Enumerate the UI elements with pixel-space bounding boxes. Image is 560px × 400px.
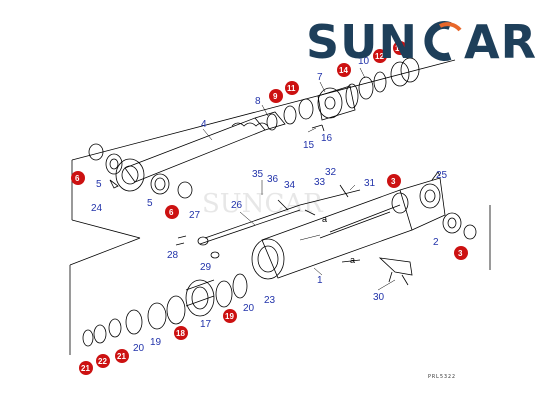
callout-29: 29 <box>200 262 212 273</box>
logo-suffix: AR <box>464 15 537 69</box>
drawing-number: PRL5322 <box>428 374 456 380</box>
badge-22: 22 <box>98 357 107 366</box>
callout-19a: 19 <box>150 337 162 348</box>
callout-30: 30 <box>373 292 385 303</box>
callout-23: 23 <box>264 295 276 306</box>
badge-3a: 3 <box>391 177 396 186</box>
highlighted-callouts: 6 6 9 11 14 12 12 3 3 18 19 21 21 22 <box>71 41 468 375</box>
ref-letter-a1: a <box>322 214 327 224</box>
callout-32: 32 <box>325 167 337 178</box>
badge-21b: 21 <box>81 364 90 373</box>
logo-c-icon <box>424 21 462 61</box>
ref-letter-a2: a <box>350 255 355 265</box>
badge-12a: 12 <box>375 52 384 61</box>
callout-8: 8 <box>255 96 261 107</box>
logo-prefix: SUN <box>306 15 418 69</box>
callout-1: 1 <box>317 275 323 286</box>
callouts: 1 2 4 5 5 7 8 10 15 16 17 19 20 20 23 24… <box>91 56 448 354</box>
badge-3b: 3 <box>458 249 463 258</box>
callout-26: 26 <box>231 200 243 211</box>
badge-12b: 12 <box>395 44 404 53</box>
badge-9: 9 <box>273 92 278 101</box>
callout-27: 27 <box>189 210 201 221</box>
callout-7: 7 <box>317 72 323 83</box>
badge-21a: 21 <box>117 352 126 361</box>
badge-6b: 6 <box>169 208 174 217</box>
callout-20a: 20 <box>243 303 255 314</box>
callout-4: 4 <box>201 119 207 130</box>
suncar-logo: SUN AR <box>306 15 537 69</box>
drawing-lines <box>69 57 491 355</box>
callout-28: 28 <box>167 250 179 261</box>
badge-6a: 6 <box>75 174 80 183</box>
callout-25: 25 <box>436 170 448 181</box>
watermark-text: SUNCAR <box>202 189 324 219</box>
callout-24: 24 <box>91 203 103 214</box>
callout-34: 34 <box>284 180 296 191</box>
callout-5b: 5 <box>147 198 153 209</box>
badge-19b: 19 <box>225 312 234 321</box>
badge-18: 18 <box>176 329 185 338</box>
leader-lines <box>202 67 396 291</box>
callout-33: 33 <box>314 177 326 188</box>
callout-10: 10 <box>358 56 370 67</box>
badge-11: 11 <box>287 84 296 93</box>
callout-17: 17 <box>200 319 212 330</box>
callout-5a: 5 <box>96 179 102 190</box>
badge-14: 14 <box>339 66 348 75</box>
callout-2: 2 <box>433 237 439 248</box>
callout-16: 16 <box>321 133 333 144</box>
callout-35: 35 <box>252 169 264 180</box>
callout-36: 36 <box>267 174 279 185</box>
callout-20b: 20 <box>133 343 145 354</box>
callout-31: 31 <box>364 178 376 189</box>
callout-15: 15 <box>303 140 315 151</box>
